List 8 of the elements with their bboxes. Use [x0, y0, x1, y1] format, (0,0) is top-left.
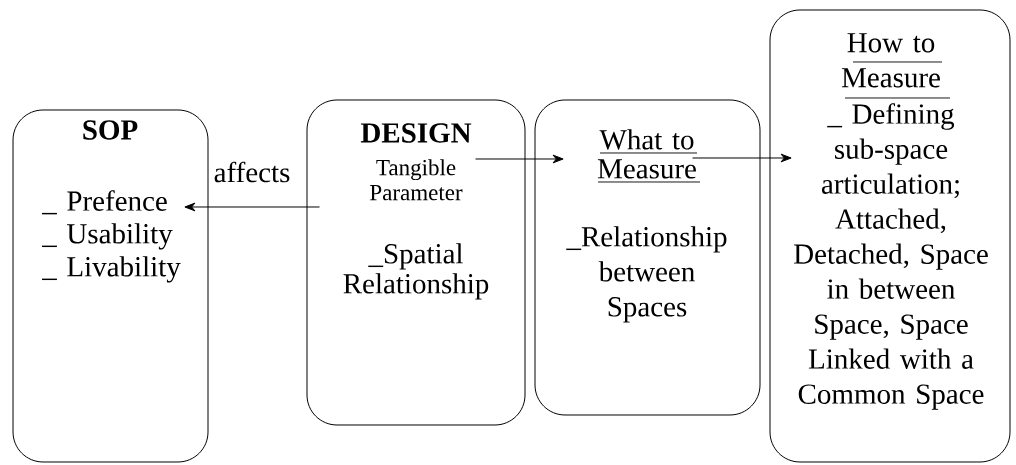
rounded-box: SOP _ Prefence _ Usability _ Livability: [12, 109, 209, 463]
arrow: [692, 153, 792, 163]
rounded-box: What to Measure _Relationship between Spaces: [534, 99, 761, 416]
arrow: [184, 202, 320, 212]
edge-label: affects: [212, 160, 292, 184]
arrow: [475, 154, 564, 164]
rounded-box: How to Measure _ Defining sub-space articulation; Attached, Detached, Space in between Space, Space Linked with a Common Space: [769, 9, 1011, 463]
rounded-box: DESIGN Tangible Parameter _Spatial Relationship: [306, 99, 526, 426]
